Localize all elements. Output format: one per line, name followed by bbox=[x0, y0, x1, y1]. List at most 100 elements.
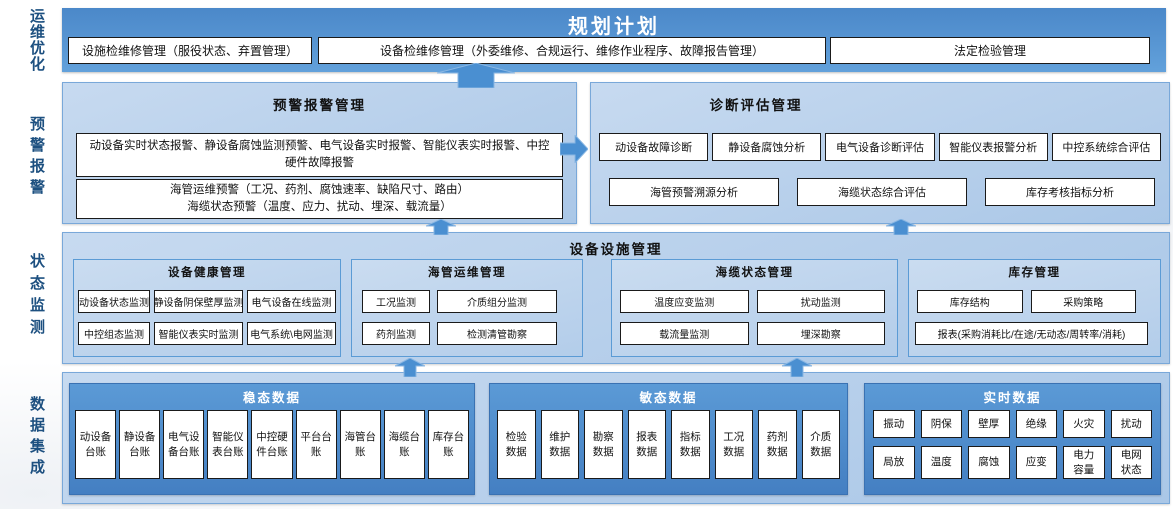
group-cable-status: 海缆状态管理 温度应变监测 扰动监测 载流量监测 埋深勘察 bbox=[611, 259, 898, 357]
side-label-data-integration: 数据集成 bbox=[28, 396, 45, 480]
planning-layer: 规划计划 设施检维修管理（服役状态、弃置管理） 设备检维修管理（外委维修、合规运… bbox=[62, 8, 1166, 72]
cell-report-data: 报表数据 bbox=[627, 410, 666, 479]
cell-instrument-ledger: 智能仪表台账 bbox=[207, 410, 249, 479]
cell-control-hw-ledger: 中控硬件台账 bbox=[251, 410, 293, 479]
equipment-health-row2: 中控组态监测 智能仪表实时监测 电气系统\电网监测 bbox=[78, 322, 336, 345]
pipeline-cable-warning-box: 海管运维预警（工况、药剂、腐蚀速率、缺陷尺寸、路由） 海缆状态预警（温度、应力、… bbox=[76, 179, 563, 219]
group-equipment-health-title: 设备健康管理 bbox=[168, 267, 246, 279]
diagnosis-row1: 动设备故障诊断 静设备腐蚀分析 电气设备诊断评估 智能仪表报警分析 中控系统综合… bbox=[599, 133, 1162, 161]
group-realtime-data: 实时数据 振动 阴保 壁厚 绝缘 火灾 扰动 局放 温度 腐蚀 应变 电力容量 … bbox=[864, 383, 1161, 495]
diagnosis-box-rotating-fault: 动设备故障诊断 bbox=[599, 133, 709, 161]
cell-inventory-ledger: 库存台账 bbox=[427, 410, 469, 479]
side-label-operations-optimization: 运维优化 bbox=[28, 8, 45, 72]
cell-inventory-structure: 库存结构 bbox=[917, 290, 1023, 313]
cell-grid-status: 电网状态 bbox=[1110, 446, 1152, 479]
right-arrow-icon bbox=[560, 135, 588, 163]
cell-ampacity-monitor: 载流量监测 bbox=[620, 322, 749, 345]
group-pipeline-ops: 海管运维管理 工况监测 介质组分监测 药剂监测 检测清管勘察 bbox=[351, 259, 583, 357]
cell-wall-thickness: 壁厚 bbox=[968, 410, 1010, 438]
cell-indicator-data: 指标数据 bbox=[671, 410, 710, 479]
equipment-health-row1: 动设备状态监测 静设备阴保壁厚监测 电气设备在线监测 bbox=[78, 290, 336, 313]
group-inventory-title: 库存管理 bbox=[1008, 267, 1061, 279]
cell-disturbance: 扰动 bbox=[1110, 410, 1152, 438]
cell-power-capacity: 电力容量 bbox=[1063, 446, 1105, 479]
cell-chemical-monitor: 药剂监测 bbox=[362, 322, 430, 345]
group-agile-data-title: 敏态数据 bbox=[639, 391, 698, 405]
up-arrow-icon bbox=[782, 358, 812, 377]
cell-temperature: 温度 bbox=[920, 446, 962, 479]
warning-alarm-panel: 预警报警管理 动设备实时状态报警、静设备腐蚀监测预警、电气设备实时报警、智能仪表… bbox=[62, 82, 577, 224]
pipeline-ops-row1: 工况监测 介质组分监测 bbox=[362, 290, 557, 313]
warning-alarm-title: 预警报警管理 bbox=[273, 98, 366, 113]
cell-medium-data: 介质数据 bbox=[801, 410, 840, 479]
up-arrow-icon bbox=[437, 63, 515, 88]
cell-partial-discharge: 局放 bbox=[873, 446, 915, 479]
cell-fire: 火灾 bbox=[1063, 410, 1105, 438]
cell-procurement-strategy: 采购策略 bbox=[1030, 290, 1136, 313]
group-realtime-data-title: 实时数据 bbox=[983, 391, 1042, 405]
up-arrow-icon bbox=[886, 219, 916, 235]
cell-vibration: 振动 bbox=[873, 410, 915, 438]
cell-platform-ledger: 平台台账 bbox=[295, 410, 337, 479]
cell-pipeline-ledger: 海管台账 bbox=[339, 410, 381, 479]
cell-disturbance-monitor: 扰动监测 bbox=[756, 290, 885, 313]
cell-medium-composition-monitor: 介质组分监测 bbox=[437, 290, 557, 313]
up-arrow-icon bbox=[426, 219, 456, 235]
cell-static-ledger: 静设备台账 bbox=[119, 410, 161, 479]
cell-electrical-ledger: 电气设备台账 bbox=[163, 410, 205, 479]
group-equipment-health: 设备健康管理 动设备状态监测 静设备阴保壁厚监测 电气设备在线监测 中控组态监测… bbox=[73, 259, 341, 357]
cell-strain: 应变 bbox=[1015, 446, 1057, 479]
diagnosis-row2: 海管预警溯源分析 海缆状态综合评估 库存考核指标分析 bbox=[609, 178, 1155, 206]
diagnosis-box-cable-eval: 海缆状态综合评估 bbox=[797, 178, 967, 206]
cell-smart-instrument-monitor: 智能仪表实时监测 bbox=[154, 322, 243, 345]
cell-inspection-data: 检验数据 bbox=[497, 410, 536, 479]
diagnosis-title: 诊断评估管理 bbox=[709, 98, 803, 113]
group-steady-data-title: 稳态数据 bbox=[242, 391, 301, 405]
facility-title: 设备设施管理 bbox=[569, 242, 663, 257]
cell-corrosion: 腐蚀 bbox=[968, 446, 1010, 479]
group-agile-data: 敏态数据 检验数据 维护数据 勘察数据 报表数据 指标数据 工况数据 药剂数据 … bbox=[489, 383, 848, 495]
group-steady-data: 稳态数据 动设备台账 静设备台账 电气设备台账 智能仪表台账 中控硬件台账 平台… bbox=[69, 383, 475, 495]
side-label-status-monitoring: 状态监测 bbox=[28, 253, 45, 341]
cell-condition-monitor: 工况监测 bbox=[362, 290, 430, 313]
planning-box-facility-maintenance: 设施检维修管理（服役状态、弃置管理） bbox=[68, 37, 312, 64]
group-inventory: 库存管理 库存结构 采购策略 报表(采购消耗比/在途/无动态/周转率/消耗) bbox=[908, 259, 1161, 357]
planning-box-statutory-inspection: 法定检验管理 bbox=[830, 37, 1150, 64]
steady-data-cells: 动设备台账 静设备台账 电气设备台账 智能仪表台账 中控硬件台账 平台台账 海管… bbox=[75, 410, 469, 479]
cell-pigging-survey: 检测清管勘察 bbox=[437, 322, 557, 345]
cell-burial-depth-survey: 埋深勘察 bbox=[756, 322, 885, 345]
diagnosis-panel: 诊断评估管理 动设备故障诊断 静设备腐蚀分析 电气设备诊断评估 智能仪表报警分析… bbox=[590, 82, 1170, 224]
cable-status-row2: 载流量监测 埋深勘察 bbox=[620, 322, 885, 345]
cable-warning-line2: 海缆状态预警（温度、应力、扰动、埋深、载流量） bbox=[187, 201, 452, 213]
cell-temp-strain-monitor: 温度应变监测 bbox=[620, 290, 749, 313]
cell-rotating-ledger: 动设备台账 bbox=[75, 410, 117, 479]
side-label-warning-alarm: 预警报警 bbox=[28, 116, 45, 200]
group-cable-status-title: 海缆状态管理 bbox=[715, 267, 794, 279]
cell-condition-data: 工况数据 bbox=[714, 410, 753, 479]
diagnosis-box-instrument-alarm: 智能仪表报警分析 bbox=[938, 133, 1048, 161]
pipeline-warning-line1: 海管运维预警（工况、药剂、腐蚀速率、缺陷尺寸、路由） bbox=[170, 183, 469, 196]
diagnosis-box-static-corrosion: 静设备腐蚀分析 bbox=[712, 133, 822, 161]
planning-box-equipment-maintenance: 设备检维修管理（外委维修、合规运行、维修作业程序、故障报告管理） bbox=[318, 37, 826, 64]
realtime-alarm-box: 动设备实时状态报警、静设备腐蚀监测预警、电气设备实时报警、智能仪表实时报警、中控… bbox=[76, 133, 563, 177]
planning-title: 规划计划 bbox=[568, 16, 660, 38]
facility-panel: 设备设施管理 设备健康管理 动设备状态监测 静设备阴保壁厚监测 电气设备在线监测… bbox=[62, 232, 1170, 364]
cell-electrical-online-monitor: 电气设备在线监测 bbox=[247, 290, 336, 313]
agile-data-cells: 检验数据 维护数据 勘察数据 报表数据 指标数据 工况数据 药剂数据 介质数据 bbox=[497, 410, 840, 479]
cell-maintenance-data: 维护数据 bbox=[540, 410, 579, 479]
realtime-alarm-line1: 动设备实时状态报警、静设备腐蚀监测预警、电气设备实时报警、智能仪表实时报警、中控 bbox=[89, 139, 550, 152]
cell-control-config-monitor: 中控组态监测 bbox=[78, 322, 150, 345]
cell-survey-data: 勘察数据 bbox=[584, 410, 623, 479]
cell-cathodic-protection: 阴保 bbox=[920, 410, 962, 438]
inventory-row2: 报表(采购消耗比/在途/无动态/周转率/消耗) bbox=[915, 322, 1148, 345]
pipeline-ops-row2: 药剂监测 检测清管勘察 bbox=[362, 322, 557, 345]
cell-chemical-data: 药剂数据 bbox=[758, 410, 797, 479]
cell-rotating-status-monitor: 动设备状态监测 bbox=[78, 290, 150, 313]
cell-inventory-report: 报表(采购消耗比/在途/无动态/周转率/消耗) bbox=[915, 322, 1148, 345]
data-integration-panel: 稳态数据 动设备台账 静设备台账 电气设备台账 智能仪表台账 中控硬件台账 平台… bbox=[62, 372, 1170, 504]
diagnosis-box-electrical-eval: 电气设备诊断评估 bbox=[825, 133, 935, 161]
cell-static-cp-wall-monitor: 静设备阴保壁厚监测 bbox=[154, 290, 243, 313]
realtime-data-row1: 振动 阴保 壁厚 绝缘 火灾 扰动 bbox=[873, 410, 1152, 438]
inventory-row1: 库存结构 采购策略 bbox=[917, 290, 1136, 313]
